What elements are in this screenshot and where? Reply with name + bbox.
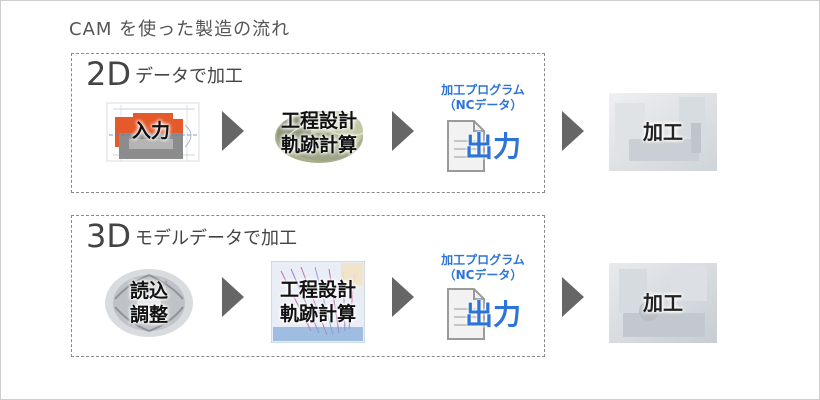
output-heading-line: 加工プログラム (441, 83, 525, 97)
nc-file-icon (447, 288, 485, 340)
label-line: 工程設計 (279, 279, 356, 301)
step-machining-label: 加工 (643, 120, 683, 144)
group-suffix: データで加工 (135, 66, 243, 87)
output-heading-line: 加工プログラム (441, 253, 525, 267)
label-line: 軌跡計算 (280, 134, 357, 156)
group-suffix: モデルデータで加工 (135, 228, 297, 249)
group-prefix: 3D (86, 217, 131, 255)
output-heading-line: （NCデータ） (443, 98, 523, 112)
flow-group-3d: 3D モデルデータで加工 (71, 215, 545, 357)
nc-file-icon (447, 120, 485, 172)
flow-arrow (222, 277, 244, 317)
step-input-label: 入力 (99, 95, 203, 167)
output-heading-line: （NCデータ） (443, 268, 523, 282)
flow-arrow (222, 111, 244, 151)
output-label: 出力 (464, 298, 521, 331)
step-input-2d: 入力 (99, 95, 203, 167)
group-heading: 3D モデルデータで加工 (86, 220, 297, 252)
step-machining-3d: 加工 (609, 263, 717, 343)
label-line: 入力 (131, 120, 170, 142)
flow-group-2d: 2D データで加工 (71, 53, 545, 193)
flow-arrow (562, 111, 584, 151)
flow-arrow (392, 111, 414, 151)
step-machining-2d: 加工 (609, 93, 717, 171)
flow-arrow (392, 277, 414, 317)
group-heading: 2D データで加工 (86, 58, 243, 90)
output-label: 出力 (464, 130, 521, 163)
step-process-2d: 工程設計 軌跡計算 (267, 97, 371, 169)
label-line: 読込 (129, 280, 168, 302)
step-input-3d: 読込 調整 (101, 263, 197, 343)
flow-arrow (562, 277, 584, 317)
step-input-label: 読込 調整 (101, 263, 197, 343)
group-prefix: 2D (86, 55, 131, 93)
output-heading: 加工プログラム （NCデータ） (423, 83, 543, 113)
step-machining-label: 加工 (643, 291, 683, 315)
label-line: 工程設計 (280, 110, 357, 132)
output-heading: 加工プログラム （NCデータ） (423, 253, 543, 283)
label-line: 軌跡計算 (279, 303, 356, 325)
step-process-label: 工程設計 軌跡計算 (271, 261, 365, 343)
label-line: 調整 (129, 304, 168, 326)
machining-photo (609, 263, 717, 343)
toolpath-3d-image (270, 260, 366, 344)
diagram-title: CAM を使った製造の流れ (69, 19, 291, 40)
step-process-3d: 工程設計 軌跡計算 (270, 260, 366, 344)
impeller-model-image (105, 269, 193, 337)
step-process-label: 工程設計 軌跡計算 (267, 97, 371, 169)
cad-drawing-image (106, 102, 200, 162)
toolpath-image (275, 111, 364, 163)
machining-photo (609, 93, 717, 171)
